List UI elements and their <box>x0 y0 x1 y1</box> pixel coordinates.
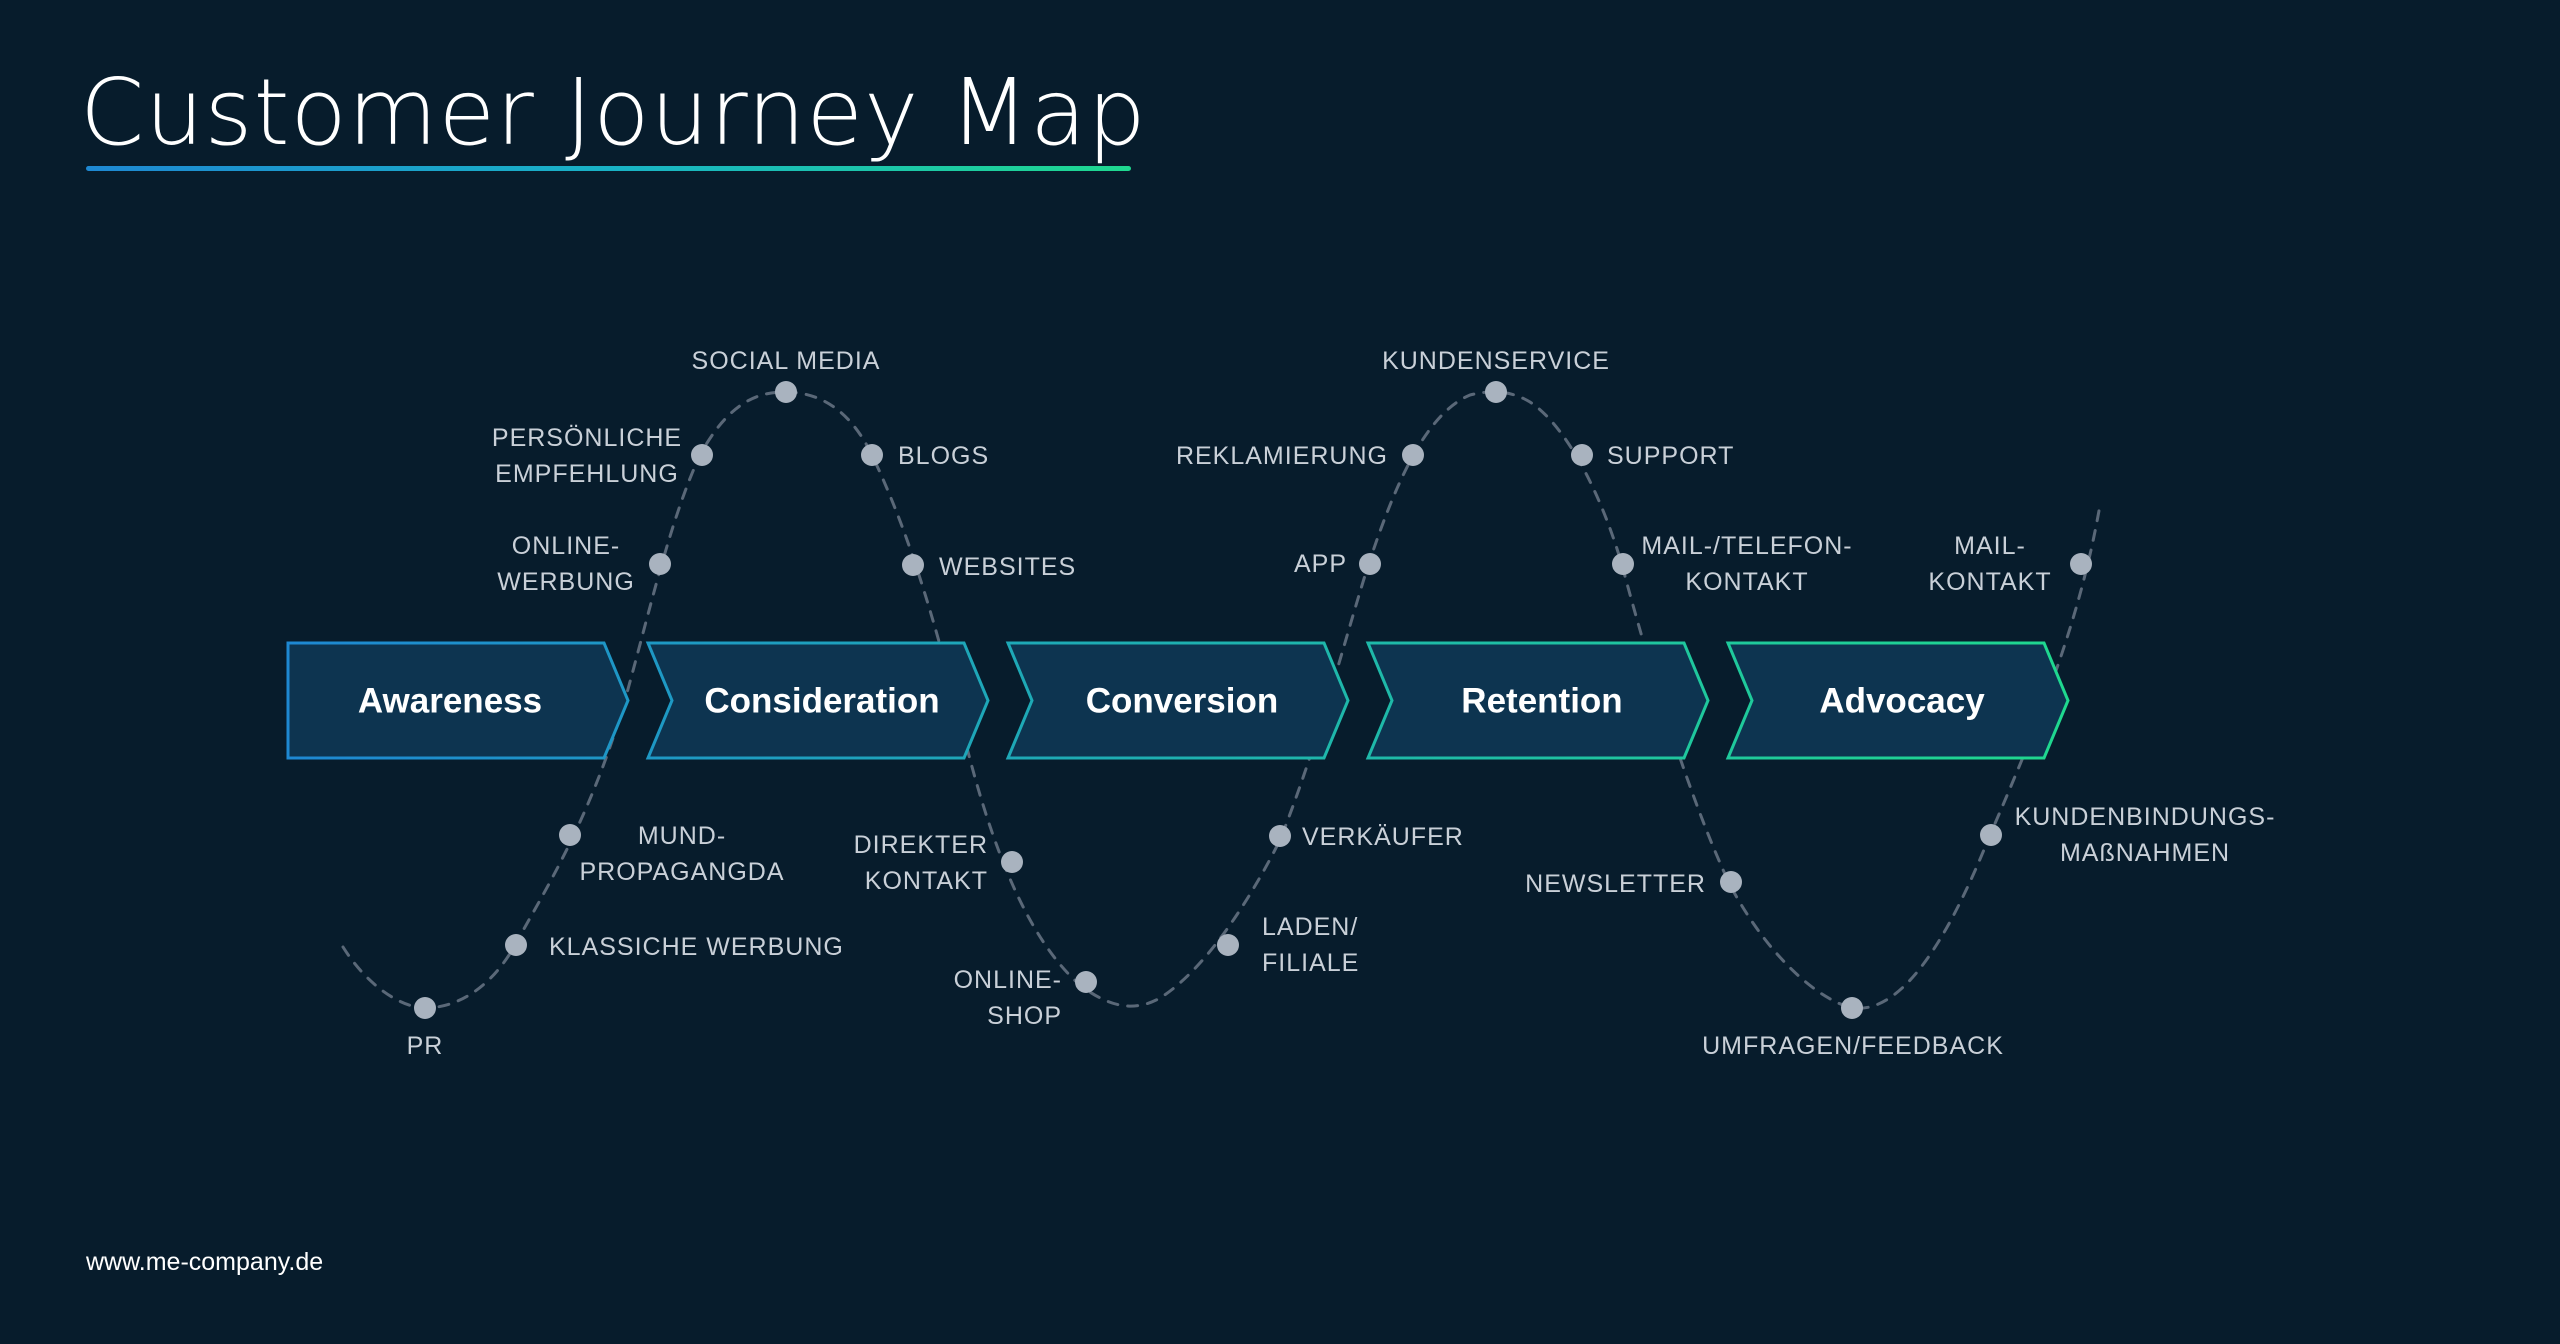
touchpoint: PR <box>407 997 444 1060</box>
stage-awareness: Awareness <box>286 641 630 760</box>
touchpoint-label: KUNDENBINDUNGS- <box>2015 803 2276 831</box>
touchpoint-label: EMPFEHLUNG <box>495 460 679 488</box>
touchpoint-label: ONLINE- <box>512 532 620 560</box>
touchpoint-dot <box>1571 444 1593 466</box>
touchpoint-label: UMFRAGEN/FEEDBACK <box>1702 1032 2004 1060</box>
touchpoint-label: KONTAKT <box>1928 568 2051 596</box>
touchpoint-label: MAßNAHMEN <box>2060 839 2230 867</box>
touchpoint-dot <box>775 381 797 403</box>
touchpoint-dot <box>505 934 527 956</box>
touchpoint-label: SOCIAL MEDIA <box>692 347 881 375</box>
touchpoint-label: REKLAMIERUNG <box>1176 442 1388 470</box>
touchpoint-label: MAIL-/TELEFON- <box>1641 532 1852 560</box>
touchpoint-dot <box>861 444 883 466</box>
touchpoint-dot <box>1402 444 1424 466</box>
touchpoint-dot <box>649 553 671 575</box>
stage-advocacy: Advocacy <box>1725 641 2070 760</box>
touchpoint-label: PROPAGANGDA <box>579 858 784 886</box>
journey-curve <box>341 390 2102 1010</box>
touchpoint: ONLINE- WERBUNG <box>497 532 671 596</box>
touchpoint: KLASSICHE WERBUNG <box>505 933 844 961</box>
touchpoint: NEWSLETTER <box>1525 870 1742 898</box>
touchpoint-label: KLASSICHE WERBUNG <box>549 933 844 961</box>
touchpoint-dot <box>1359 553 1381 575</box>
touchpoint-dot <box>1612 553 1634 575</box>
stage-chevrons: Awareness Consideration Conversion Retentio… <box>286 641 2070 760</box>
touchpoint-label: VERKÄUFER <box>1302 823 1464 851</box>
stage-label: Retention <box>1461 682 1622 721</box>
touchpoint-label: APP <box>1294 550 1347 578</box>
touchpoint-label: MAIL- <box>1954 532 2026 560</box>
stage-chevron-shape <box>645 641 990 760</box>
stage-label: Awareness <box>358 682 542 721</box>
touchpoint-dot <box>2070 553 2092 575</box>
touchpoint-dot <box>1720 871 1742 893</box>
touchpoint-label: MUND- <box>638 822 726 850</box>
touchpoint-label: SHOP <box>987 1002 1062 1030</box>
title-block: Customer Journey Map <box>80 59 1147 171</box>
touchpoint: VERKÄUFER <box>1269 823 1464 851</box>
touchpoint-label: ONLINE- <box>954 966 1062 994</box>
touchpoint-label: FILIALE <box>1262 949 1359 977</box>
touchpoint: MAIL-/TELEFON- KONTAKT <box>1612 532 1852 596</box>
touchpoint: ONLINE- SHOP <box>954 966 1097 1030</box>
touchpoint-label: NEWSLETTER <box>1525 870 1706 898</box>
touchpoint: KUNDENBINDUNGS- MAßNAHMEN <box>1980 803 2276 867</box>
stage-chevron-shape <box>1725 641 2070 760</box>
touchpoint-label: DIREKTER <box>854 831 988 859</box>
stage-conversion: Conversion <box>1005 641 1350 760</box>
touchpoint-dot <box>1075 971 1097 993</box>
touchpoint-label: WEBSITES <box>939 553 1076 581</box>
touchpoint: MUND- PROPAGANGDA <box>559 822 784 886</box>
touchpoint-dot <box>1841 997 1863 1019</box>
touchpoints: PR KLASSICHE WERBUNG MUND- PROPAGANGDA ONLIN… <box>407 347 2276 1060</box>
touchpoint-dot <box>1217 934 1239 956</box>
touchpoint-label: PR <box>407 1032 444 1060</box>
stage-chevron-shape <box>1005 641 1350 760</box>
touchpoint-label: LADEN/ <box>1262 913 1358 941</box>
touchpoint-dot <box>1269 825 1291 847</box>
touchpoint: DIREKTER KONTAKT <box>854 831 1023 895</box>
touchpoint: UMFRAGEN/FEEDBACK <box>1702 997 2004 1060</box>
touchpoint: PERSÖNLICHE EMPFEHLUNG <box>492 424 713 488</box>
touchpoint-label: KUNDENSERVICE <box>1382 347 1610 375</box>
touchpoint: BLOGS <box>861 442 989 470</box>
touchpoint-dot <box>414 997 436 1019</box>
touchpoint: APP <box>1294 550 1381 578</box>
touchpoint: LADEN/FILIALE <box>1217 913 1359 977</box>
footer-url: www.me-company.de <box>86 1248 324 1276</box>
touchpoint: REKLAMIERUNG <box>1176 442 1424 470</box>
touchpoint-dot <box>1001 851 1023 873</box>
touchpoint-dot <box>1980 824 2002 846</box>
stage-chevron-shape <box>1365 641 1710 760</box>
stage-consideration: Consideration <box>645 641 990 760</box>
title-underline <box>86 166 1131 171</box>
touchpoint-label: BLOGS <box>898 442 989 470</box>
touchpoint-dot <box>691 444 713 466</box>
touchpoint-dot <box>1485 381 1507 403</box>
touchpoint: MAIL- KONTAKT <box>1928 532 2092 596</box>
touchpoint: SOCIAL MEDIA <box>692 347 881 403</box>
stage-label: Advocacy <box>1819 682 1985 721</box>
touchpoint-label: SUPPORT <box>1607 442 1734 470</box>
page-title: Customer Journey Map <box>80 59 1147 166</box>
touchpoint: SUPPORT <box>1571 442 1734 470</box>
touchpoint-dot <box>902 554 924 576</box>
touchpoint-label: WERBUNG <box>497 568 635 596</box>
touchpoint-label: PERSÖNLICHE <box>492 424 682 452</box>
stage-chevron-shape <box>286 641 630 760</box>
journey-curve-path <box>341 390 2102 1010</box>
touchpoint-label: KONTAKT <box>865 867 988 895</box>
stage-label: Conversion <box>1086 682 1279 721</box>
touchpoint: KUNDENSERVICE <box>1382 347 1610 403</box>
touchpoint-label: KONTAKT <box>1685 568 1808 596</box>
stage-label: Consideration <box>704 682 939 721</box>
touchpoint-dot <box>559 824 581 846</box>
touchpoint: WEBSITES <box>902 553 1076 581</box>
stage-retention: Retention <box>1365 641 1710 760</box>
